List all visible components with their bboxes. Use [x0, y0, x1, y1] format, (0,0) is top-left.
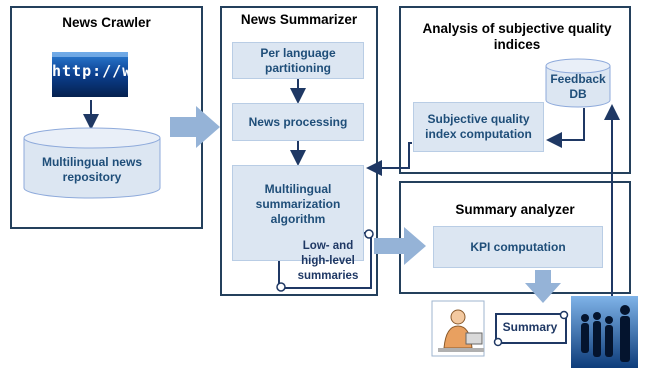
summary-document-label: Summary	[502, 320, 558, 334]
news-crawler-title: News Crawler	[62, 15, 151, 30]
algorithm-box: Multilingual summarization algorithm	[232, 165, 364, 261]
processing-box: News processing	[232, 103, 364, 141]
feedback-database-icon	[545, 58, 611, 108]
http-screen-icon	[52, 52, 128, 97]
kpi-to-summary-arrow	[525, 270, 561, 303]
repository-label: Multilingual news repository	[41, 155, 142, 184]
business-people-icon	[571, 296, 638, 368]
http-screen-text: http://w	[52, 62, 133, 80]
algorithm-label: Multilingual summarization algorithm	[255, 182, 341, 226]
subjective-index-box: Subjective quality index computation	[413, 102, 544, 152]
analysis-title: Analysis of subjective quality indices	[422, 21, 612, 52]
summaries-document-label: Low- and high-level summaries	[297, 240, 359, 282]
feedback-db-label: Feedback DB	[550, 72, 606, 101]
summary-analyzer-title: Summary analyzer	[455, 202, 575, 217]
kpi-box: KPI computation	[433, 226, 603, 268]
summary-document-icon	[493, 310, 569, 347]
feedback-to-index-connector	[546, 108, 585, 148]
summarizer-to-kpi-arrow	[374, 227, 426, 265]
partitioning-box: Per language partitioning	[232, 42, 364, 79]
person-at-computer-icon	[431, 300, 485, 357]
index-to-algorithm-connector	[366, 142, 412, 176]
news-summarizer-title: News Summarizer	[240, 12, 358, 27]
repository-database-icon	[23, 127, 161, 199]
crawler-to-summarizer-arrow	[170, 106, 220, 148]
